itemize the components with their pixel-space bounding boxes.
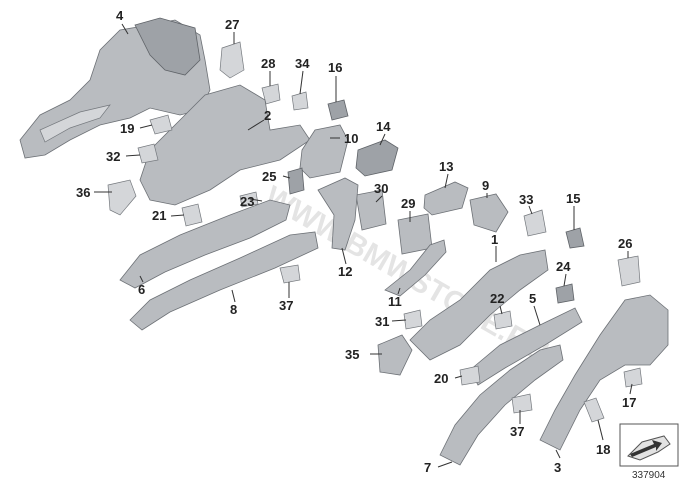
label-9: 9 xyxy=(482,178,489,193)
label-30: 30 xyxy=(374,181,388,196)
part-15-shape xyxy=(565,227,585,249)
part-18-shape xyxy=(583,397,605,423)
leader-lines xyxy=(94,23,633,468)
label-4: 4 xyxy=(116,8,124,23)
part-27-shape xyxy=(219,41,245,79)
label-20: 20 xyxy=(434,371,448,386)
part-9-shape xyxy=(469,193,509,233)
part-33-shape xyxy=(523,209,547,237)
part-22-shape xyxy=(493,310,513,330)
part-31-shape xyxy=(403,309,423,330)
label-34: 34 xyxy=(295,56,310,71)
label-32: 32 xyxy=(106,149,120,164)
part-37a-shape xyxy=(279,264,301,284)
label-22: 22 xyxy=(490,291,504,306)
part-7-shape xyxy=(439,344,564,466)
label-29: 29 xyxy=(401,196,415,211)
part-21-shape xyxy=(181,203,203,227)
part-8-shape xyxy=(129,231,319,331)
label-18: 18 xyxy=(596,442,610,457)
label-5: 5 xyxy=(529,291,536,306)
label-10: 10 xyxy=(344,131,358,146)
label-17: 17 xyxy=(622,395,636,410)
label-15: 15 xyxy=(566,191,580,206)
part-13-shape xyxy=(423,181,469,216)
reference-number: 337904 xyxy=(632,470,666,481)
part-36-shape xyxy=(107,179,137,216)
part-16-shape xyxy=(327,99,349,121)
part-6-shape xyxy=(119,199,291,289)
label-14: 14 xyxy=(376,119,391,134)
part-5-shape xyxy=(469,307,583,386)
label-37-lower: 37 xyxy=(510,424,524,439)
arrow-icon xyxy=(630,440,662,457)
label-3: 3 xyxy=(554,460,561,475)
label-31: 31 xyxy=(375,314,389,329)
label-12: 12 xyxy=(338,264,352,279)
part-26-shape xyxy=(617,255,641,287)
label-25: 25 xyxy=(262,169,276,184)
label-6: 6 xyxy=(138,282,145,297)
label-37-upper: 37 xyxy=(279,298,293,313)
label-35: 35 xyxy=(345,347,359,362)
label-27: 27 xyxy=(225,17,239,32)
part-25-shape xyxy=(287,167,305,195)
label-28: 28 xyxy=(261,56,275,71)
label-13: 13 xyxy=(439,159,453,174)
label-2: 2 xyxy=(264,108,271,123)
label-21: 21 xyxy=(152,208,166,223)
label-24: 24 xyxy=(556,259,571,274)
part-1-shape xyxy=(409,249,549,361)
part-29-shape xyxy=(397,213,433,255)
label-19: 19 xyxy=(120,121,134,136)
part-10-shape xyxy=(299,124,349,179)
part-24-shape xyxy=(555,283,575,304)
label-16: 16 xyxy=(328,60,342,75)
part-37b-shape xyxy=(511,393,533,414)
part-12-shape xyxy=(317,177,359,251)
part-20-shape xyxy=(459,365,481,386)
label-8: 8 xyxy=(230,302,237,317)
part-19-shape xyxy=(149,114,173,135)
label-11: 11 xyxy=(388,294,402,309)
part-11-shape xyxy=(384,239,447,297)
part-3-shape xyxy=(539,294,669,451)
part-23-shape xyxy=(239,191,259,208)
reference-box xyxy=(619,423,679,467)
part-4-shape xyxy=(19,17,211,159)
label-23: 23 xyxy=(240,194,254,209)
part-14-shape xyxy=(355,139,399,177)
label-7: 7 xyxy=(424,460,431,475)
part-34-shape xyxy=(291,91,309,111)
part-35-shape xyxy=(377,334,413,376)
label-26: 26 xyxy=(618,236,632,251)
part-17-shape xyxy=(623,367,643,388)
part-32-shape xyxy=(137,143,159,164)
label-36: 36 xyxy=(76,185,90,200)
label-1: 1 xyxy=(491,232,498,247)
part-28-shape xyxy=(261,83,281,105)
label-33: 33 xyxy=(519,192,533,207)
